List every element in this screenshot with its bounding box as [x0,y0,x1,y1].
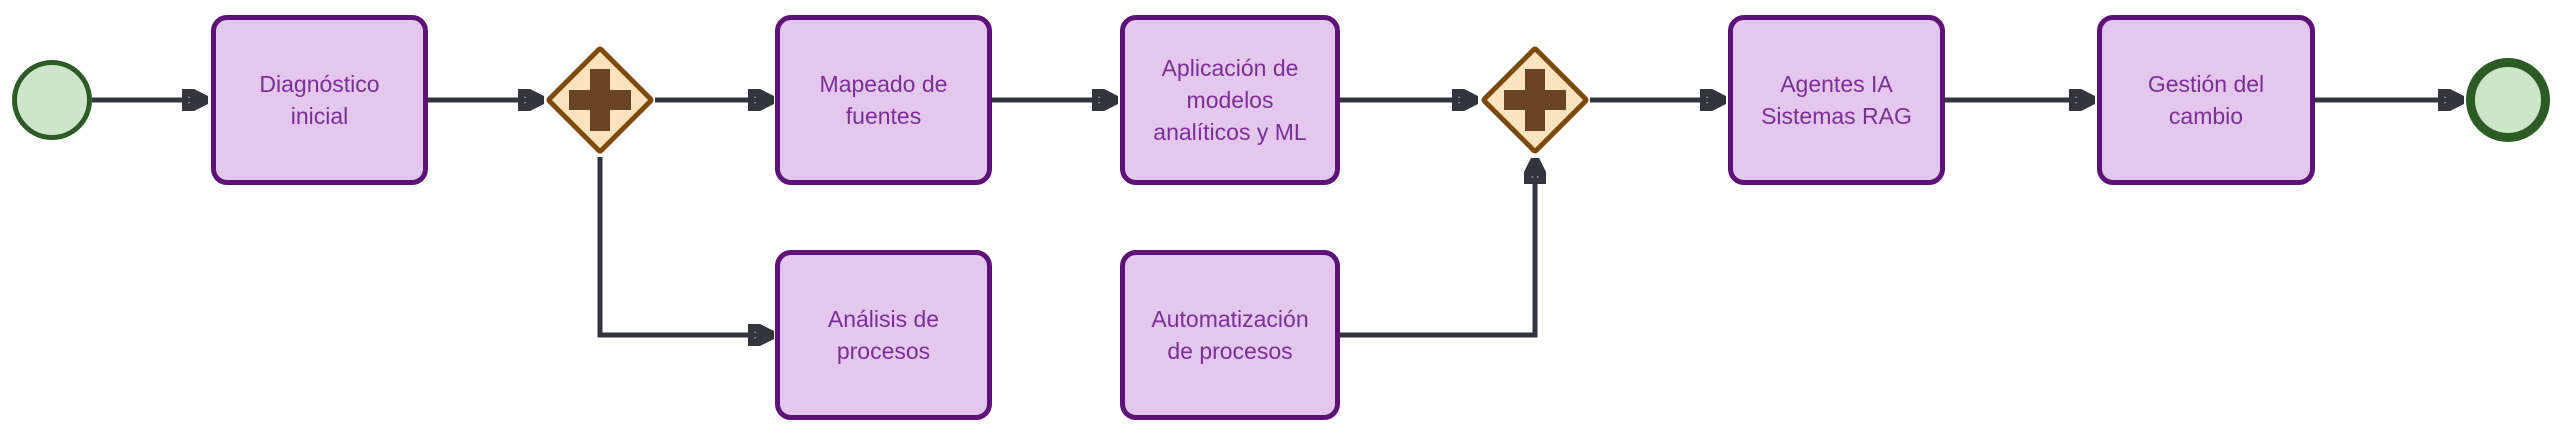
task-automatizacion-procesos: Automatización de procesos [1120,250,1340,420]
connector-gateway-to-analisis [597,157,770,335]
parallel-gateway-join [1479,44,1591,156]
task-gestion-del-cambio: Gestión del cambio [2097,15,2315,185]
task-mapeado-de-fuentes: Mapeado de fuentes [775,15,992,185]
connector-automatizacion-to-gatewayjoin [1340,162,1535,338]
task-diagnostico-inicial: Diagnóstico inicial [211,15,428,185]
start-event-circle [12,60,92,140]
task-analisis-de-procesos: Análisis de procesos [775,250,992,420]
plus-icon [590,69,610,131]
plus-icon [1525,69,1545,131]
task-agentes-ia-rag: Agentes IA Sistemas RAG [1728,15,1945,185]
end-event-circle [2466,58,2550,142]
task-aplicacion-modelos: Aplicación de modelos analíticos y ML [1120,15,1340,185]
parallel-gateway-split [544,44,656,156]
